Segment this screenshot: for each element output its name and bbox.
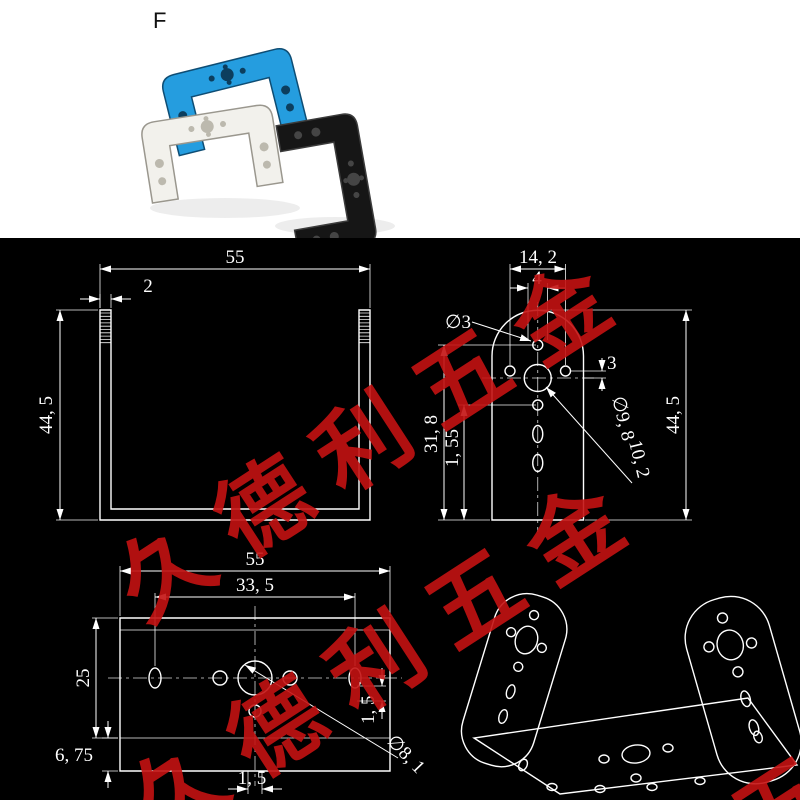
dim-top-depth: 25 [73,669,94,688]
iso-left-flange [460,592,568,768]
dim-side-slot: 1, 55 [442,429,463,467]
leader-center-hole [545,386,633,484]
leader-small-hole [471,321,532,342]
slot-lower [532,453,544,473]
dim-front-thickness: 2 [143,276,153,297]
dim-top-flange: 6, 75 [55,745,93,766]
shadow [150,198,300,218]
front-outline [99,309,371,521]
top-hole-right [282,670,298,686]
ext-lines-445 [56,309,98,521]
ext-lines-4 [527,283,548,340]
bracket-white [141,104,284,204]
dim-side-offset: 3 [607,353,617,374]
center-hole [523,363,552,393]
ext-lines-335 [154,593,356,666]
top-slot-right [348,667,362,689]
left-wall-hatch [100,312,111,344]
ext-lines-142 [509,264,566,365]
dim-top-width: 55 [246,549,265,570]
dim-top-slot-side: 1, 5 [358,696,379,725]
top-hole-left [212,670,228,686]
ext-lines-2 [99,294,112,308]
dim-side-pitch: 4 [532,268,542,289]
iso-right-flange [684,595,800,785]
dim-side-height: 44, 5 [663,396,684,434]
top-center-lines [108,606,402,786]
hole-right [559,365,572,377]
top-slot-left [148,667,162,689]
dim-side-top-width: 14, 2 [519,247,557,268]
hole-left [504,365,516,377]
top-hole-below [248,704,262,718]
cad-drawing-section: 55 2 44, 5 [0,238,800,800]
front-view: 55 2 44, 5 [36,247,371,521]
variant-label: F [153,8,167,33]
bracket-photo-illustration [141,48,395,238]
top-view: 55 33, 5 25 6, 75 1, 5 1, 5 [55,549,429,794]
right-wall-hatch [359,312,370,344]
bracket-black [275,113,377,238]
cad-drawing: 55 2 44, 5 [36,247,800,795]
dim-top-span: 33, 5 [236,575,274,596]
dim-top-slot-bottom: 1, 5 [238,768,267,789]
top-outline [119,617,391,772]
leader-top-center-hole [244,664,399,759]
iso-view [460,592,800,795]
dim-side-inner-height: 31, 8 [421,415,442,453]
dim-side-small-hole: ∅3 [445,312,471,333]
top-center-hole [237,660,273,696]
dim-front-width: 55 [226,247,245,268]
iso-web [472,697,799,795]
dim-side-lower: 10, 2 [624,438,654,480]
slot-upper [532,424,544,444]
side-outline [491,309,585,521]
ext-lines-55 [99,264,371,308]
ext-lines-445r [540,309,692,521]
photo-section: F [0,0,800,238]
dim-side-center-hole: ∅9, 8 [607,394,638,443]
dim-front-height: 44, 5 [36,396,57,434]
